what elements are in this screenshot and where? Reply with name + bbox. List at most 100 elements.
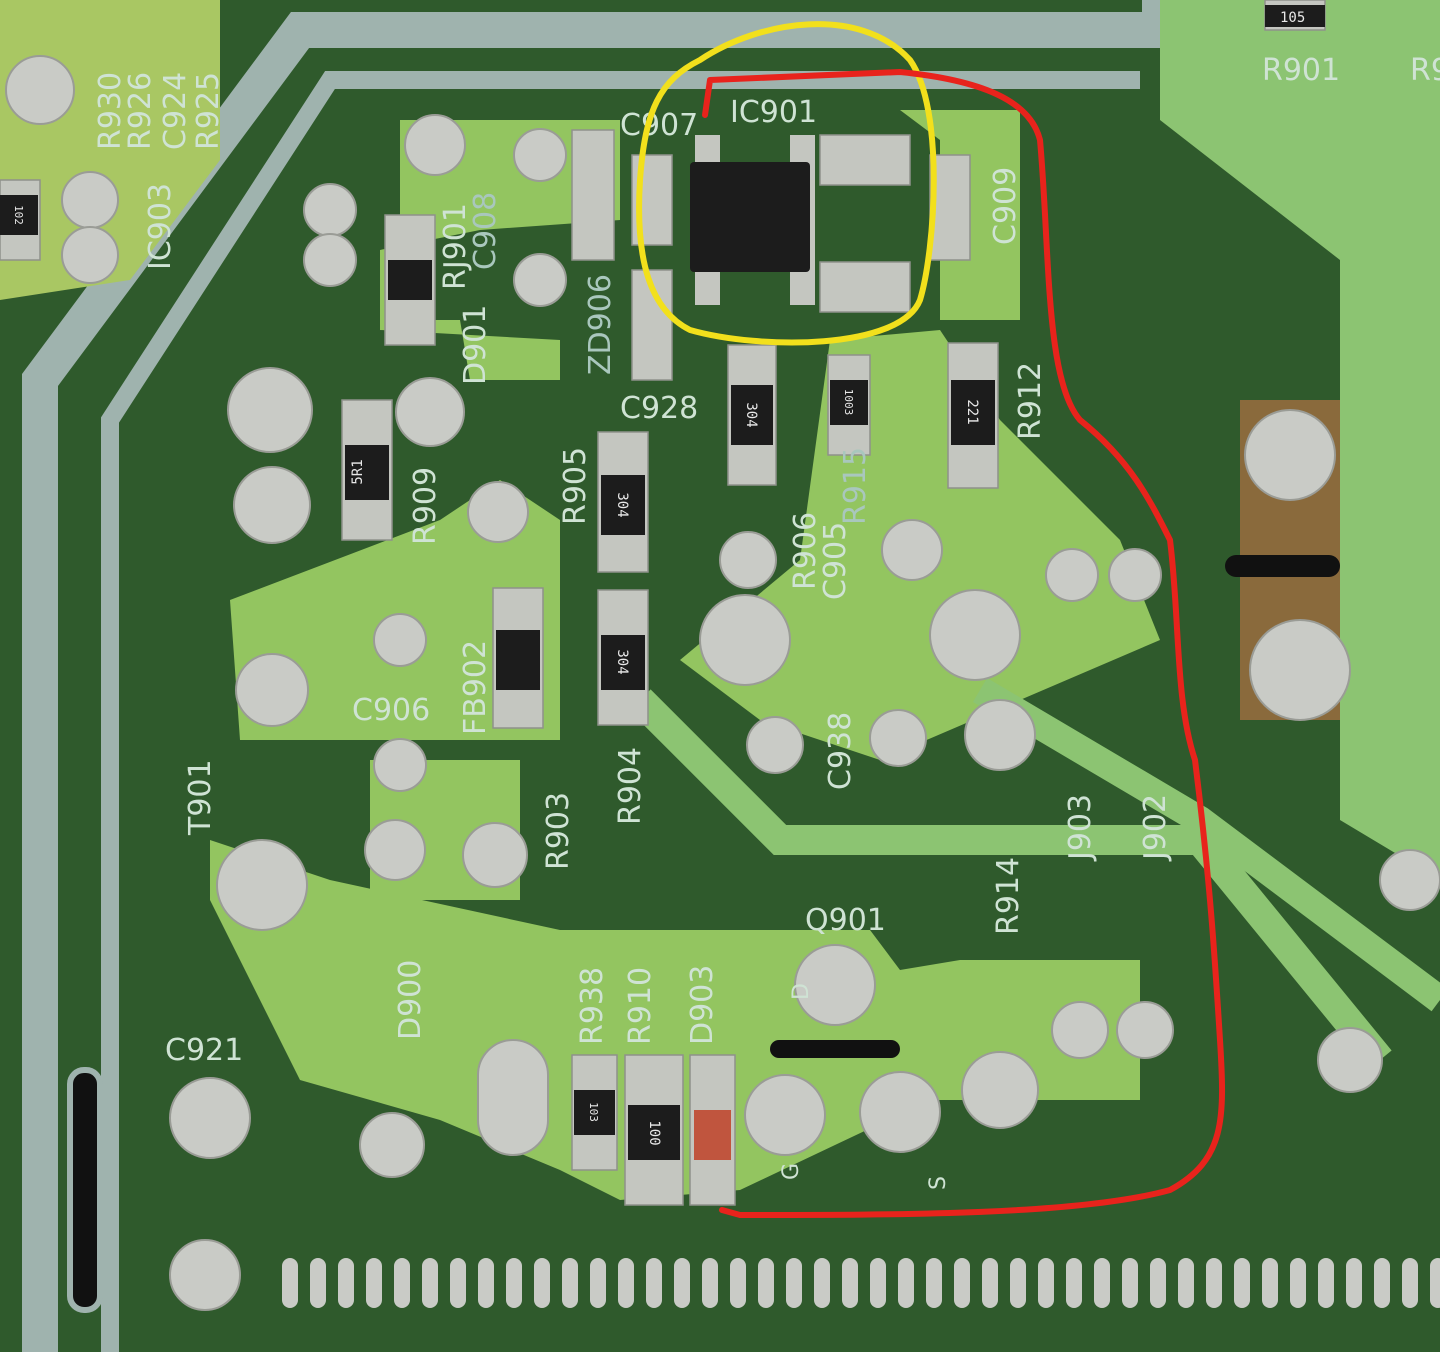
edge-pad (870, 1258, 886, 1308)
edge-pad (282, 1258, 298, 1308)
label-r915: R915 (838, 447, 873, 525)
yellow-circle-annotation (636, 21, 937, 346)
trace-diagonal (629, 689, 1392, 1070)
label-r9x: R9 (1410, 53, 1440, 88)
edge-pad (1038, 1258, 1054, 1308)
edge-pad (1290, 1258, 1306, 1308)
label-d903: D903 (685, 965, 720, 1045)
label-d901: D901 (458, 305, 493, 385)
label-pin-g: G (779, 1163, 804, 1180)
edge-pad (310, 1258, 326, 1308)
label-c907: C907 (620, 108, 698, 143)
edge-pad-row (282, 1258, 1440, 1308)
label-j902: J902 (1138, 794, 1173, 862)
code-r904: 304 (614, 649, 630, 674)
code-r910: 100 (646, 1120, 662, 1145)
slot (67, 1067, 103, 1313)
label-q901: Q901 (805, 903, 886, 938)
edge-pad (730, 1258, 746, 1308)
right-copper-area (1160, 0, 1440, 880)
edge-pad (1178, 1258, 1194, 1308)
label-r910: R910 (623, 967, 658, 1045)
label-r903: R903 (541, 792, 576, 870)
edge-pad (646, 1258, 662, 1308)
edge-pad (618, 1258, 634, 1308)
code-left: 102 (12, 205, 25, 225)
label-zd906: ZD906 (583, 274, 618, 375)
label-r906: R906 (788, 512, 823, 590)
label-r905: R905 (558, 447, 593, 525)
code-r915: 1003 (842, 389, 855, 416)
edge-pad (366, 1258, 382, 1308)
code-r912: 221 (964, 399, 980, 424)
label-c928: C928 (620, 391, 698, 426)
edge-pad (1374, 1258, 1390, 1308)
edge-pad (898, 1258, 914, 1308)
label-r925: R925 (191, 72, 226, 150)
edge-pad (478, 1258, 494, 1308)
edge-pad (758, 1258, 774, 1308)
edge-pad (590, 1258, 606, 1308)
edge-pad (786, 1258, 802, 1308)
label-ic901: IC901 (730, 95, 817, 130)
label-c921: C921 (165, 1033, 243, 1068)
label-c906: C906 (352, 693, 430, 728)
label-r938: R938 (575, 967, 610, 1045)
edge-pad (450, 1258, 466, 1308)
edge-pad (422, 1258, 438, 1308)
label-c909: C909 (988, 167, 1023, 245)
label-d900: D900 (393, 960, 428, 1040)
label-t901: T901 (183, 759, 218, 836)
edge-pad (954, 1258, 970, 1308)
edge-pad (1010, 1258, 1026, 1308)
label-ic903: IC903 (143, 183, 178, 270)
edge-pad (1234, 1258, 1250, 1308)
edge-pad (814, 1258, 830, 1308)
code-r906: 304 (743, 402, 759, 427)
label-c924: C924 (158, 72, 193, 150)
label-c905: C905 (818, 522, 853, 600)
edge-pad (1206, 1258, 1222, 1308)
code-r901: 105 (1280, 10, 1305, 26)
label-r909: R909 (408, 467, 443, 545)
edge-pad (842, 1258, 858, 1308)
label-pin-s: S (926, 1176, 951, 1190)
label-r926: R926 (123, 72, 158, 150)
code-r909: 5R1 (350, 459, 366, 484)
code-r905: 304 (614, 492, 630, 517)
edge-pad (562, 1258, 578, 1308)
edge-pad (1318, 1258, 1334, 1308)
edge-pad (1346, 1258, 1362, 1308)
edge-pad (338, 1258, 354, 1308)
label-c908: C908 (468, 192, 503, 270)
red-outline-annotation (702, 69, 1226, 1218)
edge-pad (674, 1258, 690, 1308)
component-codes: 105 5R1 304 304 304 1003 221 100 103 102 (12, 10, 1305, 1146)
silkscreen-labels: R930 R926 C924 R925 IC903 C907 IC901 C90… (93, 53, 1440, 1190)
edge-pad (506, 1258, 522, 1308)
edge-pad (394, 1258, 410, 1308)
edge-pad (1262, 1258, 1278, 1308)
label-r930: R930 (93, 72, 128, 150)
edge-pad (1066, 1258, 1082, 1308)
edge-pad (702, 1258, 718, 1308)
edge-pad (982, 1258, 998, 1308)
label-r914: R914 (991, 857, 1026, 935)
label-r901: R901 (1262, 53, 1340, 88)
label-r912: R912 (1013, 362, 1048, 440)
edge-pad (1122, 1258, 1138, 1308)
edge-pad (926, 1258, 942, 1308)
label-j903: J903 (1063, 794, 1098, 862)
edge-pad (1094, 1258, 1110, 1308)
label-fb902: FB902 (458, 640, 493, 735)
label-r904: R904 (613, 747, 648, 825)
edge-pad (1430, 1258, 1440, 1308)
label-pin-d: D (789, 983, 814, 1000)
edge-pad (1150, 1258, 1166, 1308)
edge-pad (534, 1258, 550, 1308)
code-r938: 103 (587, 1102, 600, 1122)
label-c938: C938 (823, 712, 858, 790)
label-rj901: RJ901 (438, 203, 473, 290)
edge-pad (1402, 1258, 1418, 1308)
